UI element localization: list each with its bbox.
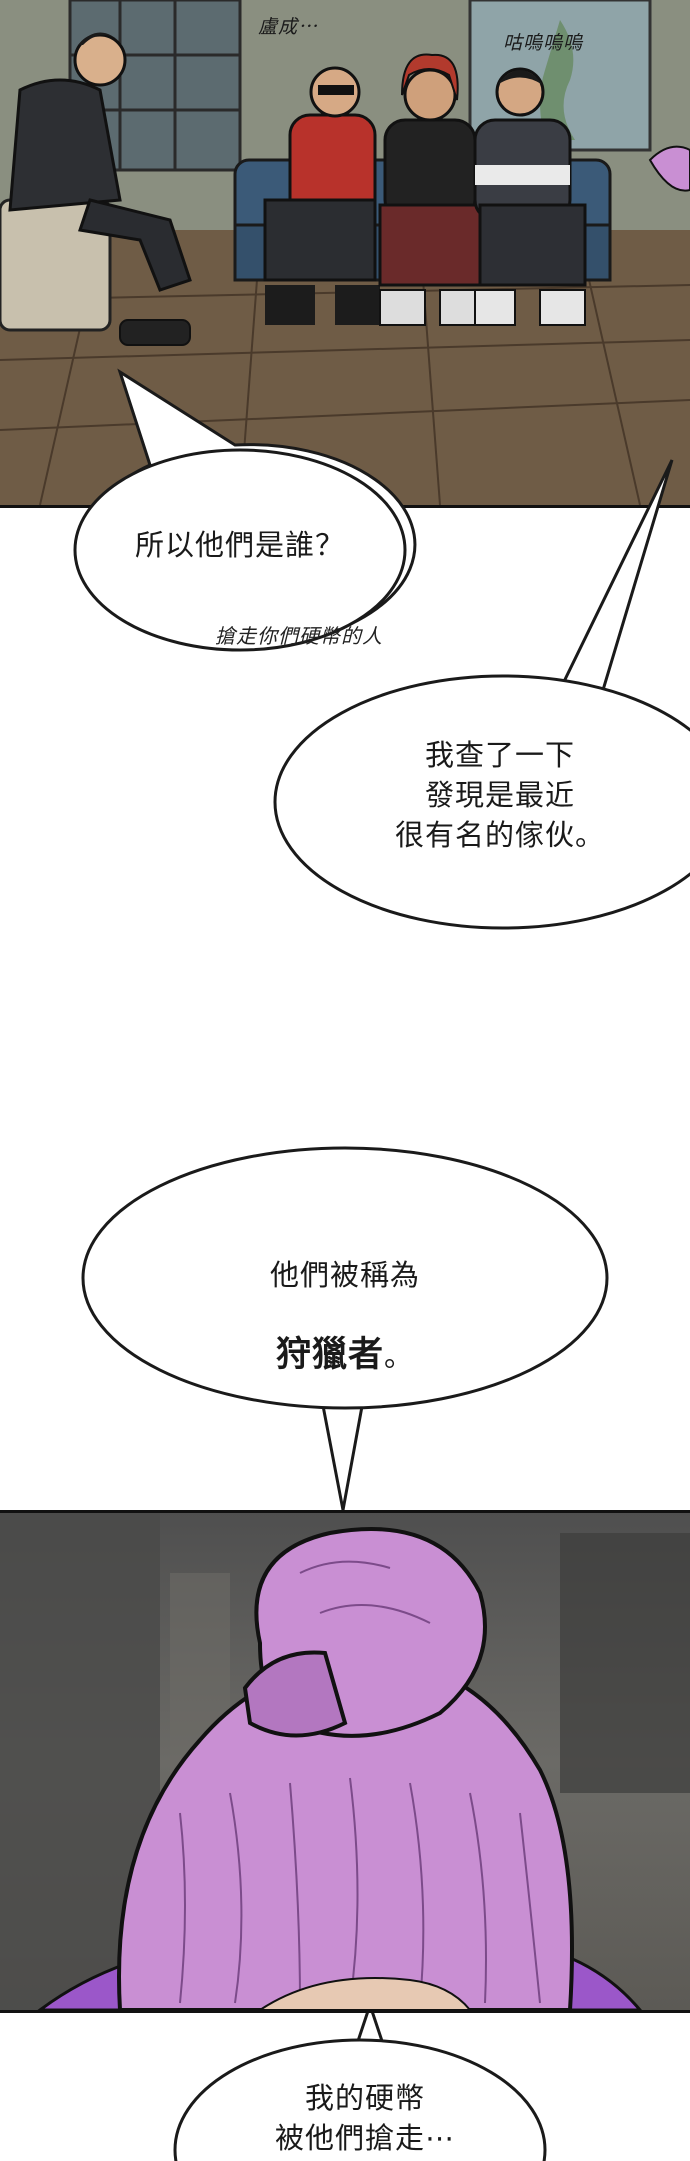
hunters-name: 狩獵者 [275,1335,384,1375]
pink-hair-illustration [0,1513,690,2010]
room-scene-illustration [0,0,690,505]
sfx-text: 咕嗚嗚嗚 [503,32,584,54]
speech-bubble-coins-tail [342,2000,398,2082]
speech-text-checked: 我查了一下 發現是最近 很有名的傢伙。 [394,738,605,852]
speech-text-my-coins: 我的硬幣 被他們搶走⋯ [274,2081,455,2155]
handwritten-note: 搶走你們硬幣的人 [215,624,383,648]
hair-closeup-panel [0,1510,690,2013]
speech-text-called: 他們被稱為 狩獵者。 [165,1215,525,1416]
sfx-text: 盧成⋯ [258,16,319,38]
called-line-2: 狩獵者。 [165,1335,525,1376]
speech-text-who: 所以他們是誰？ [134,528,345,562]
called-line-2-end: 。 [384,1339,415,1373]
called-line-1: 他們被稱為 [269,1258,420,1292]
room-panel: 盧成⋯ 咕嗚嗚嗚 [0,0,690,508]
